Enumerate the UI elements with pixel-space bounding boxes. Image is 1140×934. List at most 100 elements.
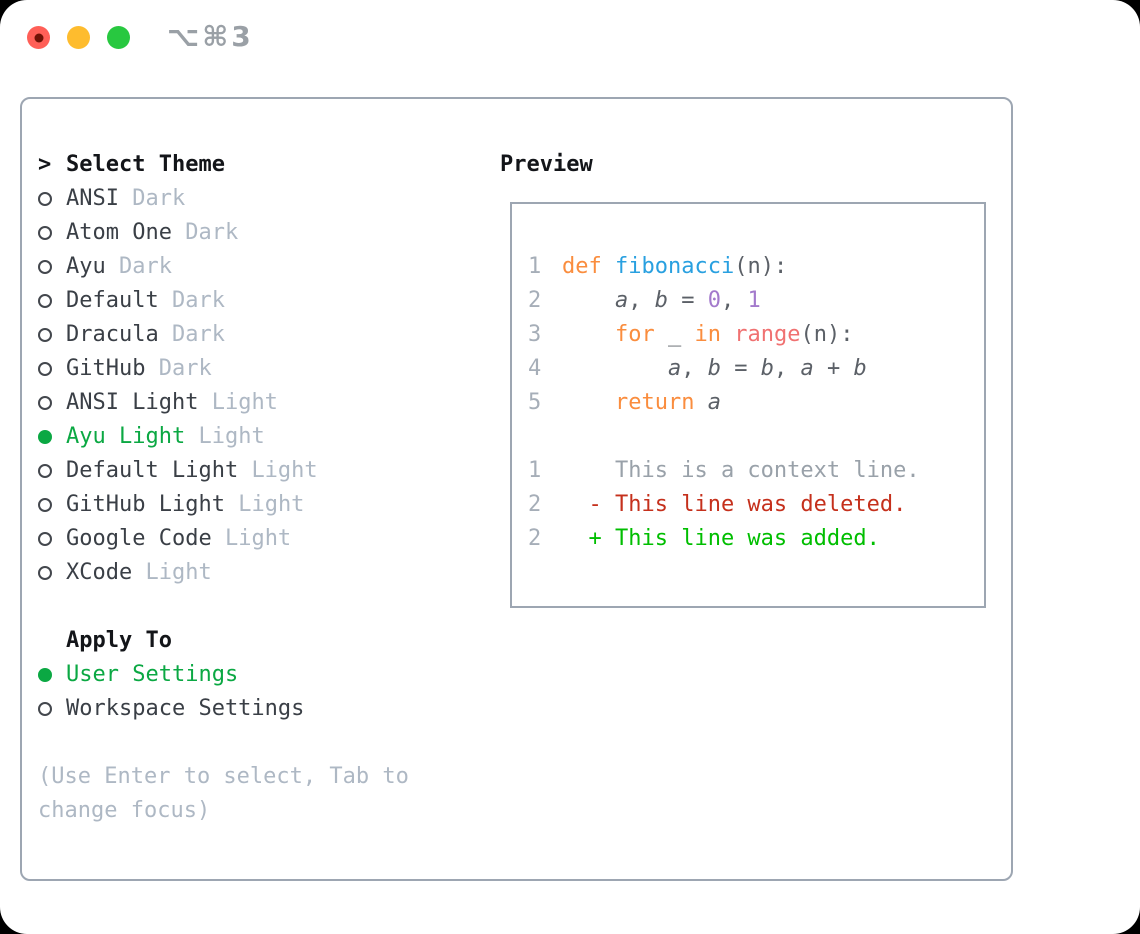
preview-title: Preview [500,152,593,177]
radio-icon[interactable] [38,566,52,580]
apply-option-label: Workspace Settings [66,696,305,721]
apply-option[interactable]: Workspace Settings [38,692,468,726]
line-number: 1 [528,458,542,483]
token: a [614,288,629,313]
close-button[interactable] [27,26,50,49]
theme-variant: Light [145,560,212,585]
bullet-cell [38,566,66,580]
token: a [707,390,721,415]
token: + [813,356,854,381]
token: n [813,322,827,347]
code-text: a, b = 0, 1 [562,284,761,318]
prompt-icon: > [38,152,52,177]
bullet-cell [38,294,66,308]
blank-row [38,726,468,760]
theme-option[interactable]: ANSI Light Light [38,386,468,420]
apply-to-header: Apply To [38,624,468,658]
theme-option[interactable]: GitHub Dark [38,352,468,386]
code-line: 3 for _ in range(n): [528,318,920,352]
theme-name: Default Light [66,458,239,483]
token: return [614,390,695,415]
theme-variant: Dark [119,254,172,279]
bullet-cell [38,362,66,376]
theme-name: Atom One [66,220,172,245]
theme-name: GitHub Light [66,492,225,517]
token [562,356,668,381]
token: b [654,288,668,313]
theme-option[interactable]: Dracula Dark [38,318,468,352]
radio-icon[interactable] [38,362,52,376]
apply-to-title: Apply To [66,628,172,653]
bullet-cell [38,668,66,682]
diff-text: - This line was deleted. [562,492,907,517]
theme-option[interactable]: ANSI Dark [38,182,468,216]
spacer [212,522,225,556]
theme-variant: Dark [171,288,225,313]
token: = [667,288,708,313]
close-dot-icon [34,33,43,42]
radio-selected-icon[interactable] [38,430,52,444]
theme-option[interactable]: XCode Light [38,556,468,590]
radio-icon[interactable] [38,328,52,342]
bullet-cell [38,328,66,342]
theme-variant: Dark [185,220,239,245]
token: b [760,356,774,381]
theme-variant: Light [198,424,265,449]
token: n [747,254,761,279]
token: ): [826,322,854,347]
radio-selected-icon[interactable] [38,668,52,682]
theme-option[interactable]: Ayu Light Light [38,420,468,454]
token: 1 [747,288,761,313]
token: _ [654,322,695,347]
radio-icon[interactable] [38,498,52,512]
token: b [853,356,867,381]
theme-name: ANSI Light [66,390,199,415]
theme-picker-header: >Select Theme [38,148,468,182]
theme-variant: Light [238,492,305,517]
theme-option[interactable]: Default Dark [38,284,468,318]
theme-option[interactable]: GitHub Light Light [38,488,468,522]
spacer [159,284,172,318]
radio-icon[interactable] [38,260,52,274]
theme-option[interactable]: Google Code Light [38,522,468,556]
token: , [773,356,801,381]
spacer [185,420,198,454]
radio-icon[interactable] [38,192,52,206]
token: 0 [707,288,721,313]
radio-icon[interactable] [38,532,52,546]
theme-option[interactable]: Atom One Dark [38,216,468,250]
radio-icon[interactable] [38,396,52,410]
line-number: 5 [528,390,542,415]
theme-option[interactable]: Default Light Light [38,454,468,488]
theme-name: GitHub [66,356,146,381]
theme-option[interactable]: Ayu Dark [38,250,468,284]
theme-name: XCode [66,560,133,585]
minimize-button[interactable] [67,26,90,49]
apply-option[interactable]: User Settings [38,658,468,692]
hint-text: (Use Enter to select, Tab to change focu… [38,764,409,823]
zoom-button[interactable] [107,26,130,49]
token [562,288,615,313]
line-number: 2 [528,288,542,313]
bullet-cell [38,532,66,546]
radio-icon[interactable] [38,464,52,478]
theme-name: Ayu Light [66,424,186,449]
token: fibonacci [615,254,735,279]
line-number: 2 [528,492,542,517]
spacer [198,386,211,420]
token: range [734,322,801,347]
code-line: 4 a, b = b, a + b [528,352,920,386]
radio-icon[interactable] [38,294,52,308]
theme-variant: Light [224,526,292,551]
spacer [225,488,238,522]
keyboard-shortcut-label: ⌥⌘3 [167,20,254,53]
radio-icon[interactable] [38,702,52,716]
theme-name: Google Code [66,526,212,551]
radio-icon[interactable] [38,226,52,240]
token: , [720,288,748,313]
diff-line-added: 2 + This line was added. [528,522,920,556]
token: ): [760,254,788,279]
bullet-cell [38,396,66,410]
